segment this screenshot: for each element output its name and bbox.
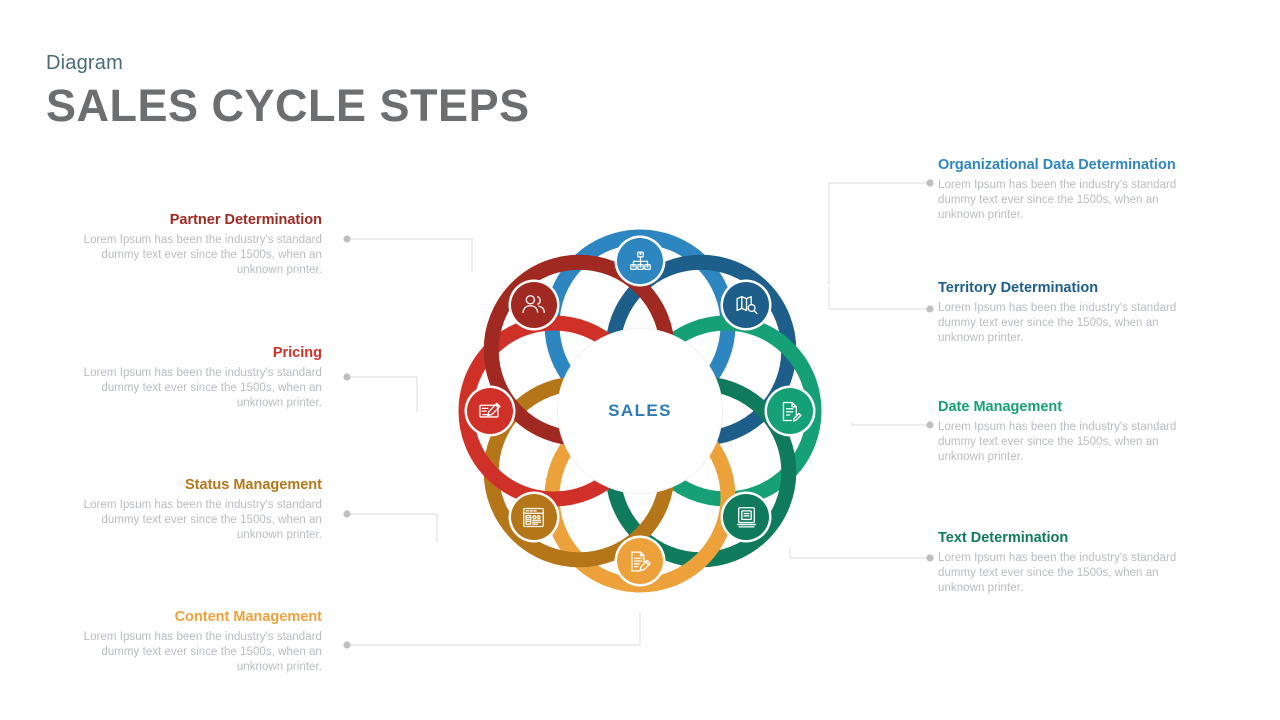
document-edit-icon	[778, 399, 803, 424]
step-body-text-determination: Lorem Ipsum has been the industry's stan…	[938, 552, 1177, 595]
eyebrow-label: Diagram	[46, 52, 123, 74]
leader-dot-status-management	[343, 510, 351, 518]
step-title-territory-determination[interactable]: Territory Determination	[938, 280, 1099, 296]
leader-dot-partner-determination	[343, 235, 351, 243]
book-text-icon	[734, 505, 759, 530]
org-chart-icon	[628, 249, 653, 274]
leader-dot-text-determination	[926, 554, 934, 562]
step-body-territory-determination: Lorem Ipsum has been the industry's stan…	[938, 302, 1177, 345]
step-body-pricing: Lorem Ipsum has been the industry's stan…	[83, 367, 322, 410]
cheque-pen-icon	[478, 399, 503, 424]
step-badge-territory-determination[interactable]	[723, 281, 770, 328]
hub-label: SALES	[608, 401, 672, 420]
step-badge-organizational-data-determination[interactable]	[617, 238, 663, 284]
step-title-text-determination[interactable]: Text Determination	[938, 530, 1069, 546]
step-badge-pricing[interactable]	[467, 388, 513, 434]
leader-dot-organizational-data-determination	[926, 179, 934, 187]
step-title-pricing[interactable]: Pricing	[272, 345, 322, 361]
step-badge-text-determination[interactable]	[723, 494, 770, 541]
step-title-content-management[interactable]: Content Management	[174, 609, 322, 625]
step-body-status-management: Lorem Ipsum has been the industry's stan…	[83, 499, 322, 542]
leader-line-date-management	[851, 422, 930, 426]
map-search-icon	[734, 292, 759, 317]
step-title-date-management[interactable]: Date Management	[938, 399, 1063, 415]
step-title-status-management[interactable]: Status Management	[185, 477, 322, 493]
document-pencil-icon	[628, 549, 653, 574]
report-list-icon	[521, 505, 546, 530]
step-badge-content-management[interactable]	[617, 538, 663, 584]
step-badge-date-management[interactable]	[767, 388, 813, 434]
step-title-partner-determination[interactable]: Partner Determination	[169, 212, 322, 228]
step-badge-partner-determination[interactable]	[510, 281, 557, 328]
step-body-partner-determination: Lorem Ipsum has been the industry's stan…	[83, 234, 322, 277]
diagram-hub: SALES	[558, 329, 722, 493]
leader-dot-territory-determination	[926, 305, 934, 313]
leader-dot-date-management	[926, 421, 934, 429]
leader-dot-pricing	[343, 373, 351, 381]
step-badge-status-management[interactable]	[510, 494, 557, 541]
step-body-organizational-data-determination: Lorem Ipsum has been the industry's stan…	[938, 179, 1177, 222]
leader-line-pricing	[347, 376, 418, 412]
step-body-date-management: Lorem Ipsum has been the industry's stan…	[938, 421, 1177, 464]
sales-cycle-diagram: SALES	[420, 180, 860, 630]
two-people-icon	[521, 292, 546, 317]
leader-dot-content-management	[343, 641, 351, 649]
step-title-organizational-data-determination[interactable]: Organizational Data Determination	[938, 157, 1176, 173]
slide-header: Diagram SALES CYCLE STEPS	[46, 52, 746, 131]
page-title: SALES CYCLE STEPS	[46, 80, 530, 131]
step-body-content-management: Lorem Ipsum has been the industry's stan…	[83, 631, 322, 674]
